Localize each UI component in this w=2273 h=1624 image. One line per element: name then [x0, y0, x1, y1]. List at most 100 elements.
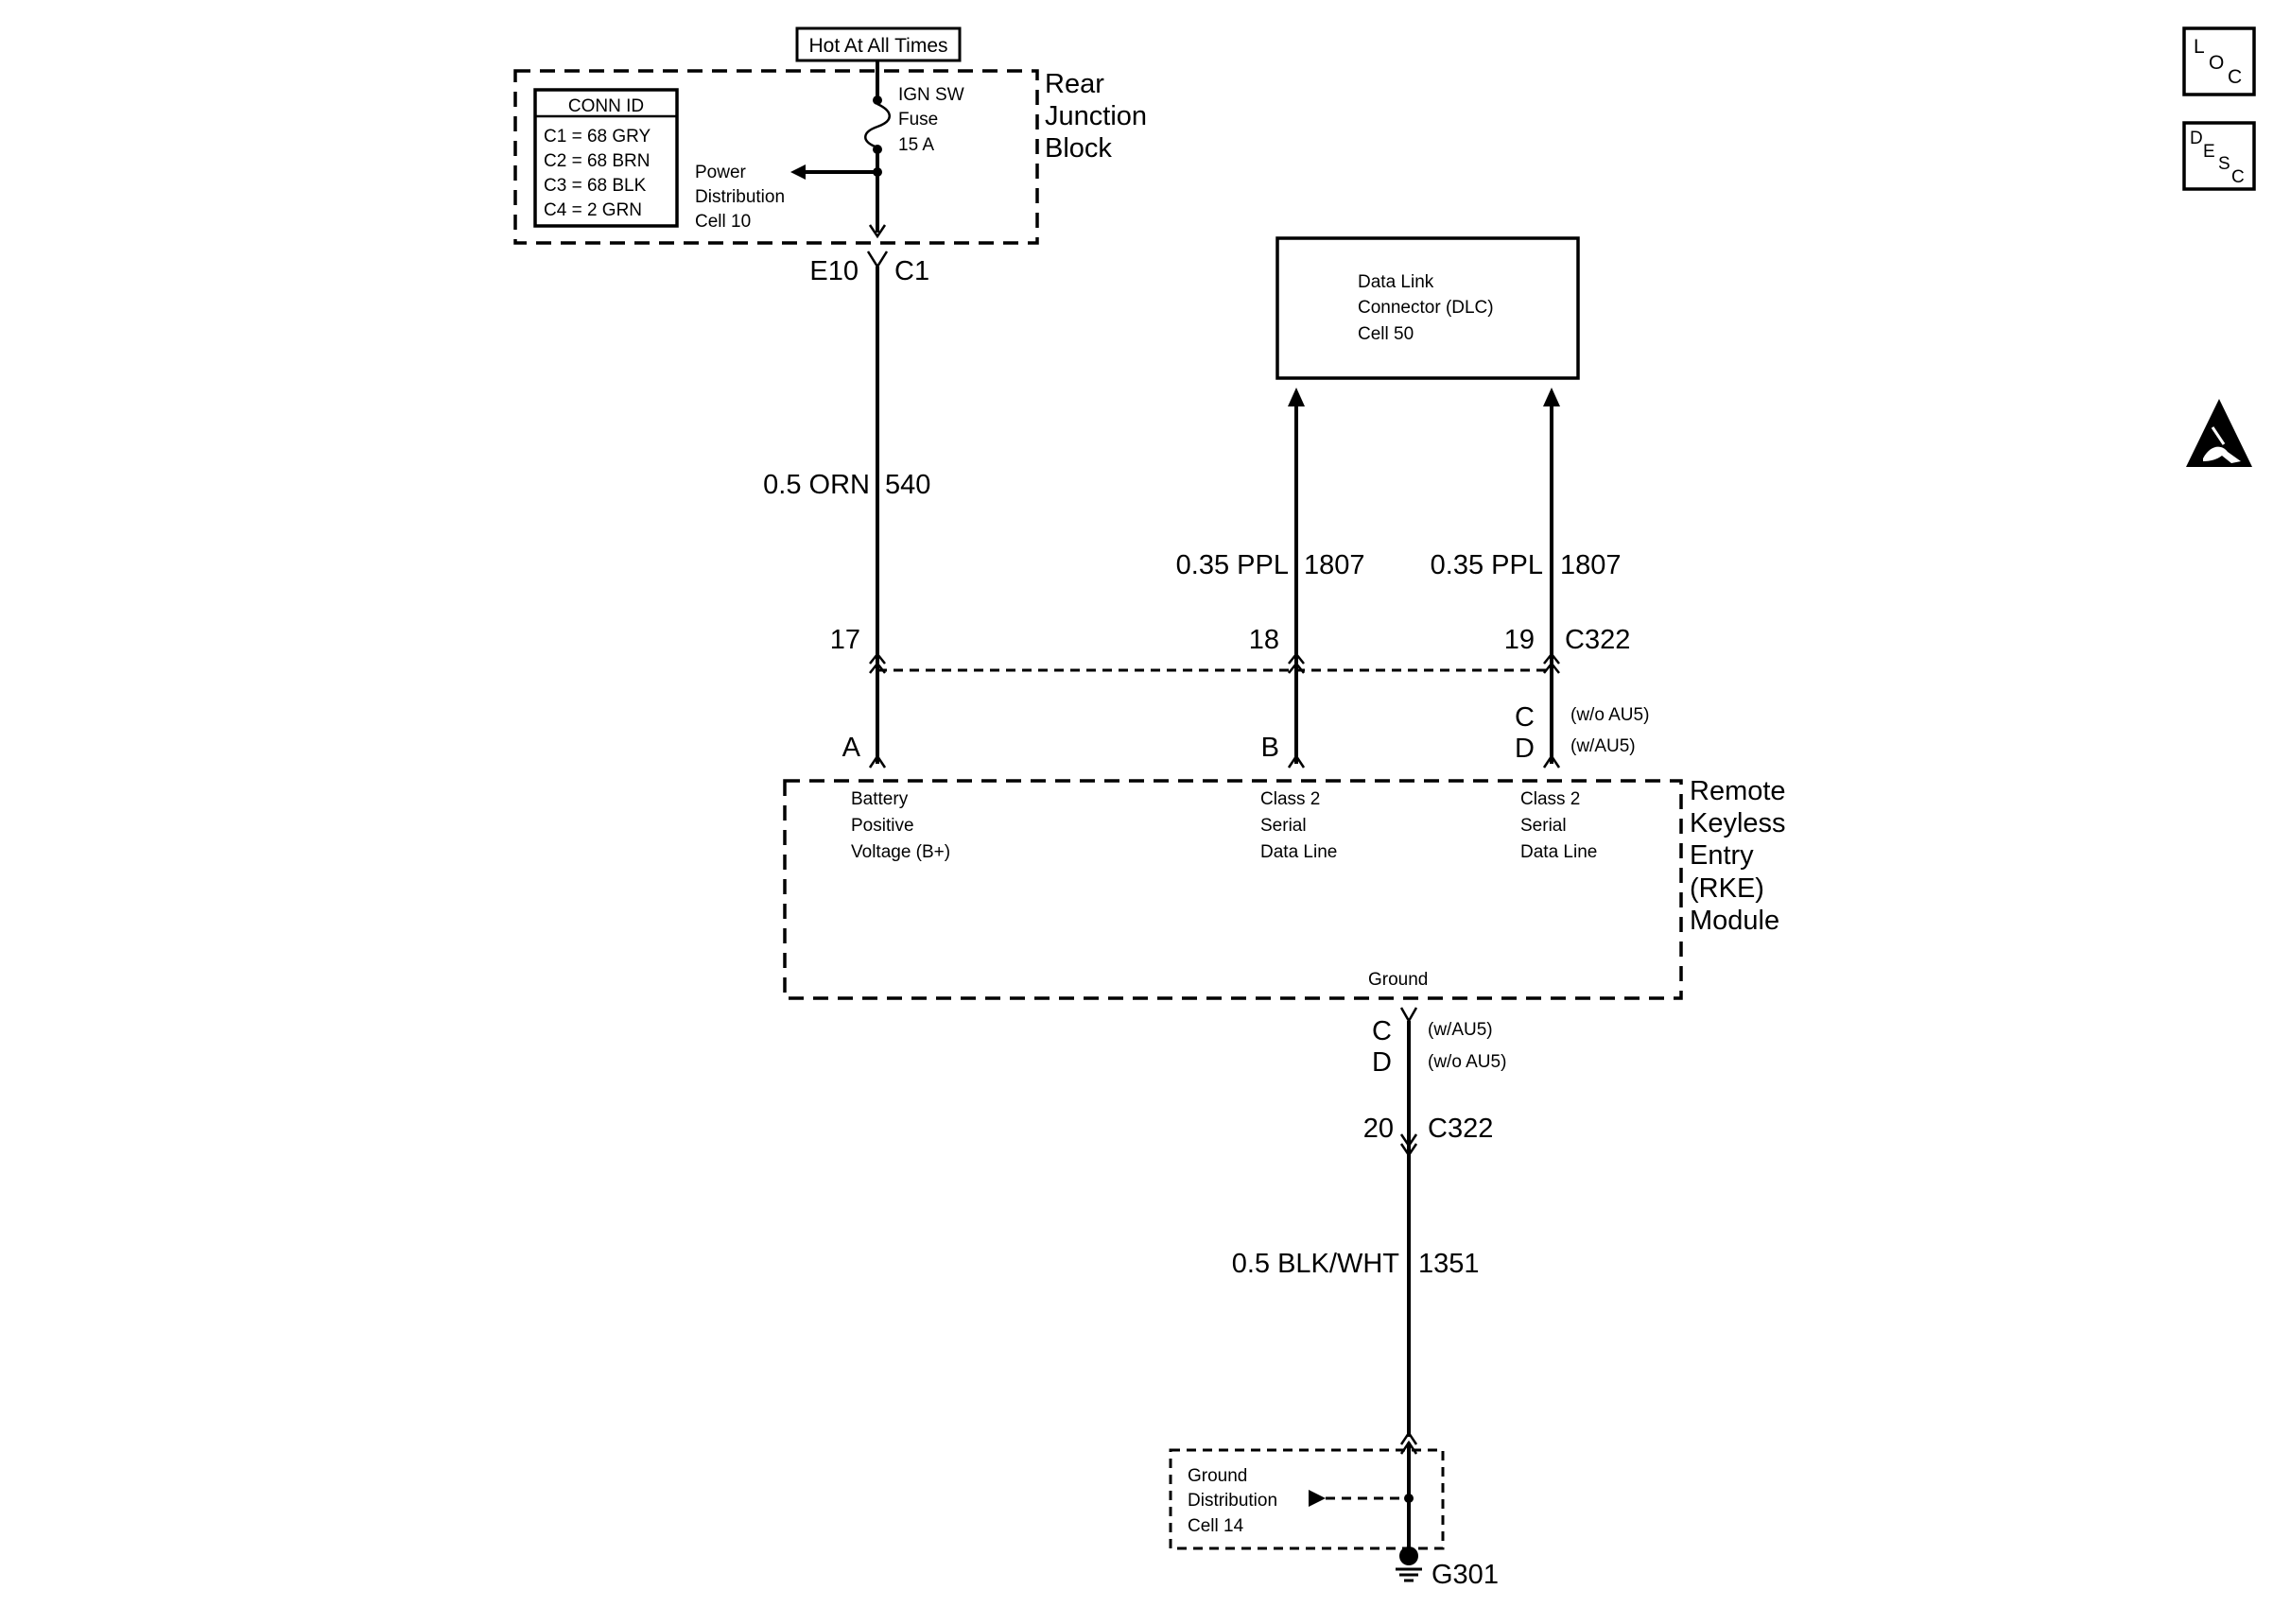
rjb-name-line-1: Rear [1045, 69, 1104, 99]
ground-point-g301[interactable] [1396, 1546, 1422, 1582]
arrow-right-icon [1309, 1490, 1326, 1507]
pin-b-function-line: Data Line [1260, 842, 1337, 862]
rke-name-line-3: Entry [1690, 840, 1754, 871]
dlc-label: Data Link Connector (DLC) Cell 50 [1358, 272, 1494, 344]
g301-label: G301 [1431, 1560, 1499, 1590]
rke-name-line-1: Remote [1690, 776, 1786, 806]
fuse-symbol [864, 102, 891, 149]
dlc-line-3: Cell 50 [1358, 324, 1414, 344]
desc-icon-letter: D [2190, 129, 2203, 148]
pin-c-function-line: Class 2 [1520, 789, 1580, 809]
fuse-label-line-1: IGN SW [898, 85, 964, 105]
rke-ground-function: Ground [1368, 970, 1428, 990]
c322-pin-20: 20 [1363, 1114, 1394, 1144]
connector-c1[interactable] [866, 251, 889, 269]
connector-c322-upper[interactable] [869, 651, 1560, 674]
rear-junction-block-name: Rear Junction Block [1045, 69, 1147, 164]
pin-b-function-line: Class 2 [1260, 789, 1320, 809]
desc-icon-letter: E [2203, 142, 2215, 162]
conn-id-row: C4 = 2 GRN [544, 200, 642, 220]
data-link-connector[interactable] [1275, 236, 1580, 380]
ground-distribution-box[interactable] [1169, 1430, 1445, 1556]
rke-pin-note: (w/AU5) [1428, 1020, 1493, 1040]
rke-pin-c-function: Class 2 Serial Data Line [1520, 789, 1597, 862]
ground-dist-line-2: Distribution [1188, 1491, 1277, 1511]
loc-icon[interactable]: L O C [2182, 26, 2256, 96]
rjb-name-line-3: Block [1045, 133, 1112, 164]
rjb-name-line-2: Junction [1045, 101, 1147, 131]
pin-c-function-line: Data Line [1520, 842, 1597, 862]
connector-symbol [866, 251, 889, 269]
arrow-up-icon [1288, 388, 1305, 406]
c322-pin-19: 19 [1504, 625, 1535, 655]
connector-c1-label: C1 [894, 256, 929, 286]
pin-a-function-line: Voltage (B+) [851, 842, 950, 862]
fuse-label-line-2: Fuse [898, 110, 938, 130]
power-dist-line-2: Distribution [695, 187, 785, 207]
wire-1807-right[interactable] [1543, 388, 1560, 764]
power-source-label: Hot At All Times [795, 26, 962, 62]
c322-name-upper: C322 [1565, 625, 1630, 655]
pin-b-function-line: Serial [1260, 816, 1307, 836]
wire-540-circuit: 540 [885, 470, 930, 500]
rke-pin-note: (w/o AU5) [1428, 1052, 1506, 1072]
wire-1807-left-color: 0.35 PPL [1176, 550, 1289, 580]
wire-1351-circuit: 1351 [1418, 1249, 1480, 1279]
ground-distribution-label: Ground Distribution Cell 14 [1188, 1466, 1277, 1536]
rke-pin-d-top: D [1515, 734, 1535, 764]
desc-icon[interactable]: D E S C [2182, 121, 2256, 191]
power-dist-line-1: Power [695, 163, 747, 182]
rke-pin-a: A [842, 733, 861, 763]
fuse-label-line-3: 15 A [898, 135, 934, 155]
c322-pin-17: 17 [830, 625, 860, 655]
pin-c-function-line: Serial [1520, 816, 1567, 836]
pin-a-function-line: Positive [851, 816, 914, 836]
ground-icon [1396, 1567, 1422, 1582]
power-distribution-label: Power Distribution Cell 10 [695, 163, 785, 232]
rke-module-name: Remote Keyless Entry (RKE) Module [1690, 776, 1786, 936]
loc-icon-letter: O [2209, 52, 2224, 74]
power-distribution-branch[interactable] [790, 151, 887, 239]
wire-540-color: 0.5 ORN [763, 470, 870, 500]
conn-id-row: C1 = 68 GRY [544, 127, 651, 147]
wire-1351-color: 0.5 BLK/WHT [1232, 1249, 1400, 1279]
c322-name-lower: C322 [1428, 1114, 1493, 1144]
rke-pin-c-top: C [1515, 702, 1535, 733]
wire-1807-right-circuit: 1807 [1560, 550, 1622, 580]
conn-id-row: C2 = 68 BRN [544, 151, 650, 171]
rke-name-line-5: Module [1690, 906, 1779, 936]
conn-id-table: CONN ID C1 = 68 GRY C2 = 68 BRN C3 = 68 … [533, 88, 679, 228]
ign-sw-fuse[interactable] [864, 60, 891, 154]
rke-ground-pin[interactable] [1399, 1007, 1418, 1024]
module-pin-arrows [868, 753, 1561, 769]
hot-at-all-times-text: Hot At All Times [808, 35, 947, 57]
arrow-up-icon [1543, 388, 1560, 406]
arrow-left-icon [790, 164, 806, 180]
fuse-label: IGN SW Fuse 15 A [898, 85, 964, 155]
wire-1807-left-circuit: 1807 [1304, 550, 1365, 580]
rke-pin-b: B [1261, 733, 1279, 763]
desc-icon-letter: S [2218, 154, 2230, 174]
ground-dist-line-1: Ground [1188, 1466, 1247, 1486]
loc-icon-letter: C [2228, 66, 2242, 88]
esd-warning-icon[interactable] [2186, 399, 2252, 467]
dlc-line-1: Data Link [1358, 272, 1434, 292]
rear-junction-block[interactable] [513, 69, 1039, 245]
dlc-line-2: Connector (DLC) [1358, 298, 1494, 318]
conn-id-row: C3 = 68 BLK [544, 176, 647, 196]
rear-junction-block-outline [513, 69, 1039, 245]
conn-id-title: CONN ID [568, 96, 644, 116]
pin-a-function-line: Battery [851, 789, 909, 809]
loc-icon-letter: L [2194, 36, 2205, 58]
rke-pin-note: (w/AU5) [1570, 736, 1636, 756]
rke-pin-a-function: Battery Positive Voltage (B+) [851, 789, 950, 862]
rke-pin-b-function: Class 2 Serial Data Line [1260, 789, 1337, 862]
rke-name-line-4: (RKE) [1690, 873, 1764, 904]
desc-icon-letter: C [2231, 167, 2245, 187]
power-dist-line-3: Cell 10 [695, 212, 751, 232]
c322-pin-18: 18 [1249, 625, 1279, 655]
ground-node [1399, 1546, 1418, 1565]
wire-1807-left[interactable] [1288, 388, 1305, 764]
rke-module[interactable] [783, 779, 1683, 1000]
